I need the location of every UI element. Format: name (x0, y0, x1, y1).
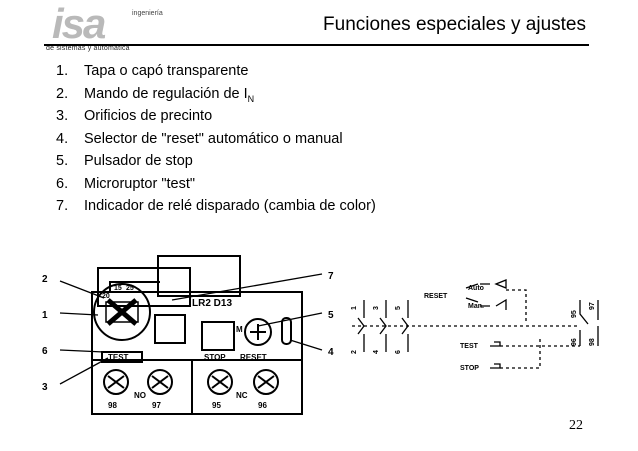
callout-6: 6 (42, 346, 48, 357)
schematic-auto: Auto (468, 285, 484, 292)
terminal-96: 96 (571, 338, 578, 346)
reset-label: RESET (240, 353, 267, 362)
terminal-5: 5 (395, 306, 402, 310)
contact-label: NC (236, 391, 248, 400)
company-logo: isa ingeniería de sistemas y automática (46, 0, 163, 52)
terminal-4: 4 (373, 350, 380, 354)
terminal-label: 96 (258, 401, 267, 410)
callout-4: 4 (328, 347, 334, 358)
terminal-label: 97 (152, 401, 161, 410)
list-item: 2.Mando de regulación de IN (56, 85, 255, 104)
list-item: 3.Orificios de precinto (56, 108, 213, 124)
terminal-1: 1 (351, 306, 358, 310)
terminal-6: 6 (395, 350, 402, 354)
list-item: 7.Indicador de relé disparado (cambia de… (56, 198, 376, 214)
terminal-95: 95 (571, 310, 578, 318)
logo-tagline: ingeniería (132, 10, 163, 17)
schematic-stop: STOP (460, 365, 479, 372)
schematic-man: Man. (468, 303, 484, 310)
terminal-2: 2 (351, 350, 358, 354)
schematic-test: TEST (460, 343, 479, 350)
feature-list: 1.Tapa o capó transparente 2.Mando de re… (56, 60, 376, 218)
page-number: 22 (569, 418, 583, 433)
contact-label: NO (134, 391, 146, 400)
list-item: 1.Tapa o capó transparente (56, 63, 249, 79)
relay-model: LR2 D13 (192, 298, 232, 309)
callout-2: 2 (42, 274, 48, 285)
terminal-label: 98 (108, 401, 117, 410)
terminal-97: 97 (589, 302, 596, 310)
page-title: Funciones especiales y ajustes (323, 14, 586, 35)
callout-5: 5 (328, 310, 334, 321)
logo-subtitle: de sistemas y automática (46, 45, 130, 52)
dial-number: 20 (102, 293, 110, 300)
title-divider (44, 44, 589, 46)
test-label: TEST (108, 353, 129, 362)
dial-number: 15 (114, 285, 122, 292)
terminal-98: 98 (589, 338, 596, 346)
schematic-reset: RESET (424, 293, 448, 300)
list-item: 6.Microruptor "test" (56, 175, 196, 192)
callout-7: 7 (328, 271, 334, 282)
callout-1: 1 (42, 310, 48, 321)
terminal-3: 3 (373, 306, 380, 310)
logo-brand: isa (52, 0, 106, 47)
dial-number: 25 (126, 285, 134, 292)
m-label: M (236, 325, 243, 334)
terminal-label: 95 (212, 401, 221, 410)
list-item: 5.Pulsador de stop (56, 153, 193, 169)
list-item: 4.Selector de "reset" automático o manua… (56, 130, 343, 147)
stop-label: STOP (204, 353, 226, 362)
callout-3: 3 (42, 382, 48, 393)
